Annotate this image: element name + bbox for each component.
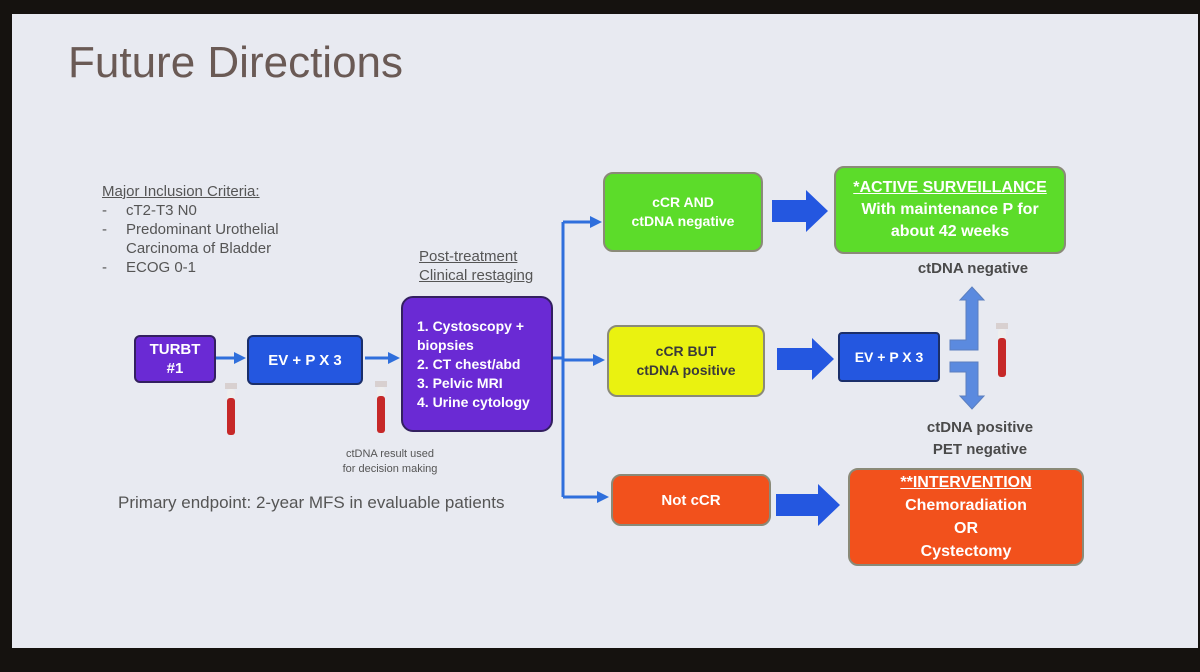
blood-tube-icon — [996, 323, 1008, 377]
ev-p-box: EV + P X 3 — [247, 335, 363, 385]
block-arrow-intervention — [776, 484, 840, 526]
criteria-heading: Major Inclusion Criteria: — [102, 183, 260, 200]
arrowhead — [234, 352, 246, 364]
criteria-item: -cT2-T3 N0 — [102, 202, 197, 219]
block-arrow-surveillance — [772, 190, 828, 232]
arrowhead — [597, 491, 609, 503]
intervention-box: **INTERVENTION Chemoradiation OR Cystect… — [848, 468, 1084, 566]
ctdna-positive-label: ctDNA positive PET negative — [926, 419, 1034, 458]
slide-title: Future Directions — [68, 38, 404, 87]
split-arrow-down — [949, 361, 986, 410]
arrowhead — [593, 354, 605, 366]
active-surveillance-box: *ACTIVE SURVEILLANCE With maintenance P … — [834, 166, 1066, 254]
blood-tube-icon — [225, 383, 237, 435]
arrowhead — [388, 352, 400, 364]
ccr-positive-box: cCR BUT ctDNA positive — [607, 325, 765, 397]
blood-tube-icon — [375, 381, 387, 433]
ctdna-decision-note: ctDNA result used for decision making — [342, 448, 438, 475]
block-arrow-ev-p2 — [777, 338, 834, 380]
ev-p-box-2: EV + P X 3 — [838, 332, 940, 382]
ctdna-negative-label: ctDNA negative — [917, 260, 1029, 277]
ccr-negative-box: cCR AND ctDNA negative — [603, 172, 763, 252]
turbt-box: TURBT #1 — [134, 335, 216, 383]
primary-endpoint: Primary endpoint: 2-year MFS in evaluabl… — [118, 493, 505, 512]
split-arrow-up — [949, 286, 986, 351]
restaging-heading: Post-treatment Clinical restaging — [419, 248, 534, 284]
not-ccr-box: Not cCR — [611, 474, 771, 526]
restaging-box: 1. Cystoscopy + biopsies 2. CT chest/abd… — [401, 296, 553, 432]
criteria-item: -ECOG 0-1 — [102, 259, 197, 276]
inclusion-criteria: Major Inclusion Criteria: -cT2-T3 N0 -Pr… — [102, 182, 279, 277]
arrowhead — [590, 216, 602, 228]
